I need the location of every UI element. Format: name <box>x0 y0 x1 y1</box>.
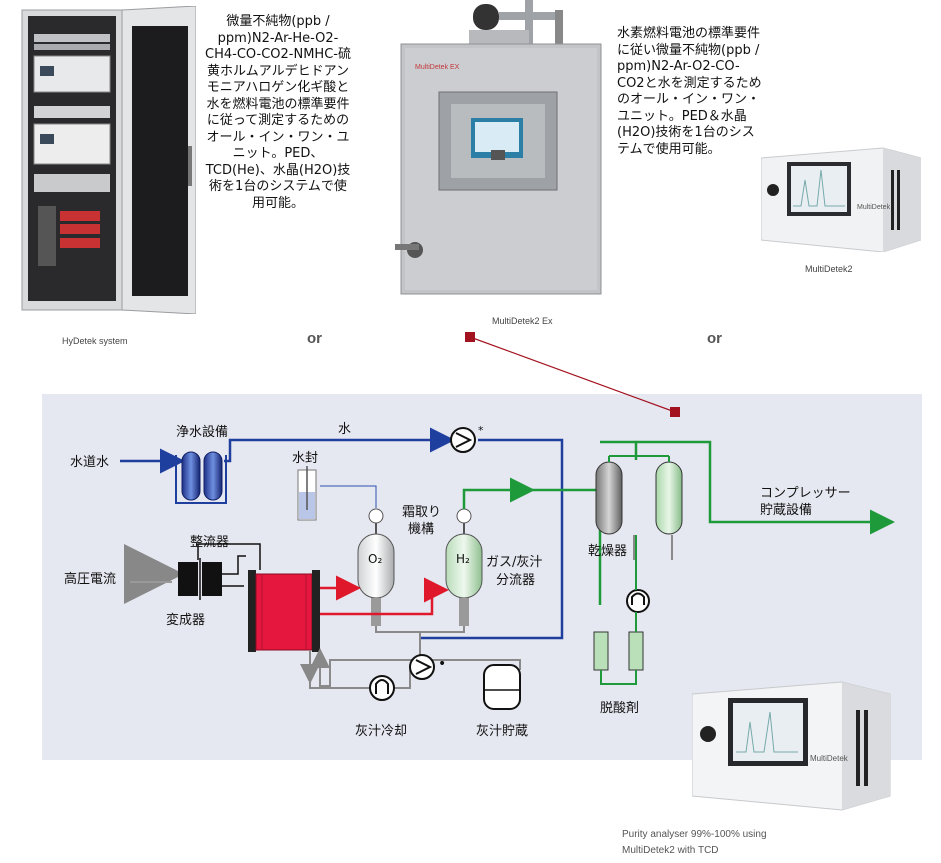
label-water-treatment: 浄水設備 <box>176 425 229 440</box>
multidetek-ex-image <box>395 0 602 295</box>
h2-separator <box>445 508 483 626</box>
label-lye-cooling: 灰汁冷却 <box>355 724 408 739</box>
lye-cooler-icon <box>369 675 395 701</box>
product-connector <box>465 332 680 417</box>
label-water-seal: 水封 <box>292 451 319 466</box>
lye-storage-tank <box>483 664 521 710</box>
dryer-heat-exchanger-icon <box>626 589 650 613</box>
or-label-left: or <box>307 330 322 347</box>
label-compressor-2: 貯蔵設備 <box>760 503 813 518</box>
high-voltage-input <box>124 544 184 604</box>
o2-separator <box>357 508 395 626</box>
water-seal <box>297 466 377 521</box>
gray-lines-dryer <box>633 535 673 560</box>
label-high-voltage: 高圧電流 <box>64 572 117 587</box>
multidetek2-image <box>760 147 922 253</box>
multidetek2-tcd-screen-brand: MultiDetek <box>810 754 848 763</box>
multidetek2-tcd-photo: MultiDetek <box>691 672 892 812</box>
multidetek-ex-photo: MultiDetek EX <box>395 0 605 300</box>
label-defrost-2: 機構 <box>408 522 435 537</box>
water-filter-units <box>175 451 227 504</box>
label-rectifier: 整流器 <box>190 535 230 550</box>
multidetek-ex-caption: MultiDetek2 Ex <box>492 316 553 326</box>
label-deoxidizer: 脱酸剤 <box>600 701 640 716</box>
label-separator-2: 分流器 <box>496 573 536 588</box>
water-pump-icon <box>450 427 476 453</box>
electrolyzer-stack <box>248 570 320 652</box>
hydetek-photo <box>20 5 197 315</box>
multidetek2-screen-brand: MultiDetek <box>857 204 891 211</box>
bottom-caption-1: Purity analyser 99%-100% using <box>622 829 767 840</box>
label-separator-1: ガス/灰汁 <box>486 555 543 570</box>
label-tap-water: 水道水 <box>70 455 110 470</box>
oxygen-lines <box>320 575 449 616</box>
dryer-columns <box>595 455 683 535</box>
multidetek2-photo: MultiDetek <box>760 140 922 253</box>
multidetek2-tcd-image <box>691 681 891 811</box>
lye-loop <box>300 625 521 689</box>
label-o2: O₂ <box>368 552 383 566</box>
label-transformer: 変成器 <box>166 613 206 628</box>
multidetek2-description: 水素燃料電池の標準要件に従い微量不純物(ppb / ppm)N2-Ar-O2-C… <box>617 26 762 157</box>
label-defrost-1: 霜取り <box>402 505 442 520</box>
label-compressor-1: コンプレッサー <box>760 486 851 501</box>
multidetek-ex-badge: MultiDetek EX <box>415 64 460 71</box>
or-label-right: or <box>707 330 722 347</box>
label-lye-storage: 灰汁貯蔵 <box>476 724 529 739</box>
hydetek-cabinet-image <box>21 5 197 315</box>
lye-pump-icon <box>409 654 435 680</box>
label-lye-pump-mark: • <box>438 656 447 672</box>
transformer-rectifier <box>178 543 261 600</box>
label-h2: H₂ <box>456 552 470 566</box>
multidetek2-caption: MultiDetek2 <box>805 264 853 274</box>
label-pump-mark: * <box>478 424 484 437</box>
hydetek-caption: HyDetek system <box>62 336 128 346</box>
hydetek-description: 微量不純物(ppb / ppm)N2-Ar-He-O2-CH4-CO-CO2-N… <box>205 14 351 211</box>
label-water: 水 <box>338 422 352 437</box>
deoxidizer-columns <box>593 535 644 685</box>
label-dryer: 乾燥器 <box>588 544 628 559</box>
bottom-caption-2: MultiDetek2 with TCD <box>622 845 719 856</box>
